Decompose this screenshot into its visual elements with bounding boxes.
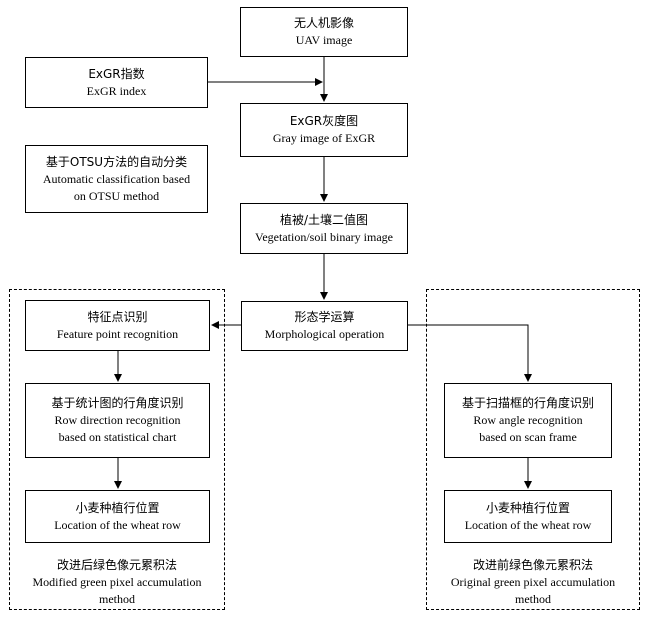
uav-image-box: 无人机影像 UAV image [240,7,408,57]
modified-method-en-1: Modified green pixel accumulation [32,575,202,589]
feature-point-en: Feature point recognition [56,326,179,341]
binary-image-box: 植被/土壤二值图 Vegetation/soil binary image [240,203,408,254]
feature-point-zh: 特征点识别 [87,309,148,324]
modified-method-zh: 改进后绿色像元累积法 [56,558,177,572]
modified-method-group [9,289,225,610]
feature-point-box: 特征点识别 Feature point recognition [25,300,210,351]
gray-image-en: Gray image of ExGR [272,131,376,145]
otsu-en-2: on OTSU method [73,188,160,203]
wheat-row-left-zh: 小麦种植行位置 [75,500,160,515]
binary-image-zh: 植被/土壤二值图 [279,212,369,227]
morphological-zh: 形态学运算 [294,310,355,324]
gray-image-zh: ExGR灰度图 [289,114,359,128]
gray-image-box: ExGR灰度图 Gray image of ExGR [240,103,408,157]
otsu-zh: 基于OTSU方法的自动分类 [45,154,188,169]
wheat-row-right-zh: 小麦种植行位置 [485,500,570,515]
wheat-row-left-en: Location of the wheat row [54,517,181,532]
wheat-row-left-box: 小麦种植行位置 Location of the wheat row [25,490,210,543]
exgr-index-box: ExGR指数 ExGR index [25,57,208,108]
exgr-index-en: ExGR index [86,83,147,98]
original-method-caption: 改进前绿色像元累积法 Original green pixel accumula… [426,557,640,608]
binary-image-en: Vegetation/soil binary image [255,229,393,244]
scan-frame-box: 基于扫描框的行角度识别 Row angle recognition based … [444,383,612,458]
statistical-chart-box: 基于统计图的行角度识别 Row direction recognition ba… [25,383,210,458]
otsu-box: 基于OTSU方法的自动分类 Automatic classification b… [25,145,208,213]
arrow-morph-to-scan [408,324,532,382]
modified-method-caption: 改进后绿色像元累积法 Modified green pixel accumula… [9,557,225,608]
wheat-row-right-en: Location of the wheat row [464,517,592,532]
morphological-box: 形态学运算 Morphological operation [241,301,408,351]
original-method-en-1: Original green pixel accumulation [450,575,616,589]
uav-image-en: UAV image [295,33,353,47]
statistical-chart-zh: 基于统计图的行角度识别 [51,396,184,410]
original-method-en-2: method [515,592,551,606]
wheat-row-right-box: 小麦种植行位置 Location of the wheat row [444,490,612,543]
morphological-en: Morphological operation [264,327,385,341]
original-method-group [426,289,640,610]
scan-frame-en-1: Row angle recognition [473,413,583,427]
scan-frame-en-2: based on scan frame [479,430,577,444]
otsu-en-1: Automatic classification based [42,171,191,186]
statistical-chart-en-2: based on statistical chart [58,430,177,444]
uav-image-zh: 无人机影像 [293,16,354,30]
statistical-chart-en-1: Row direction recognition [54,413,181,427]
scan-frame-zh: 基于扫描框的行角度识别 [461,396,594,410]
exgr-index-zh: ExGR指数 [88,66,145,81]
modified-method-en-2: method [99,592,135,606]
original-method-zh: 改进前绿色像元累积法 [472,558,593,572]
